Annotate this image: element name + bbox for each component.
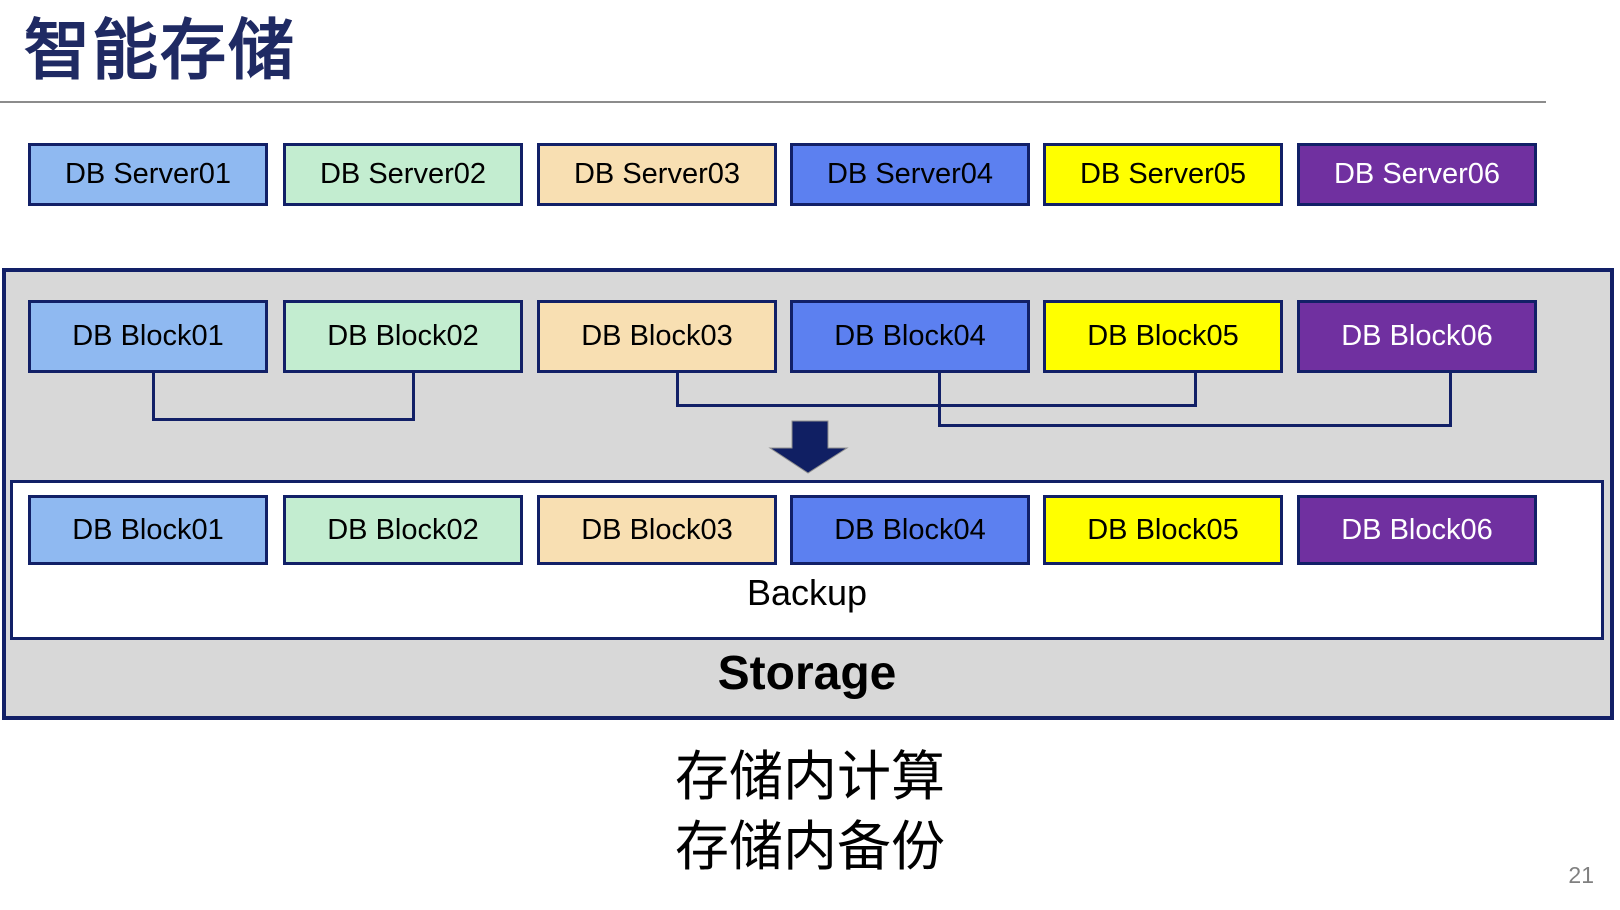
backup-label: Backup [746, 572, 868, 613]
caption-line-1: 存储内计算 [675, 747, 945, 807]
db-block-03-box: DB Block03 [537, 300, 777, 373]
connector-block03-block05 [676, 373, 1197, 407]
backup-db-block-02-box: DB Block02 [283, 495, 523, 565]
title-divider [0, 101, 1546, 103]
db-block-01-box: DB Block01 [28, 300, 268, 373]
db-server-06-box: DB Server06 [1297, 143, 1537, 206]
backup-db-block-01-box: DB Block01 [28, 495, 268, 565]
db-server-04-box: DB Server04 [790, 143, 1030, 206]
storage-label: Storage [717, 647, 897, 700]
caption-line-2: 存储内备份 [675, 817, 945, 877]
db-server-05-box: DB Server05 [1043, 143, 1283, 206]
db-server-02-box: DB Server02 [283, 143, 523, 206]
down-arrow-icon [768, 420, 849, 474]
slide-title: 智能存储 [24, 13, 296, 87]
connector-block01-block02 [152, 373, 415, 421]
backup-db-block-05-box: DB Block05 [1043, 495, 1283, 565]
captions: 存储内计算 存储内备份 [0, 742, 1620, 882]
backup-db-block-04-box: DB Block04 [790, 495, 1030, 565]
db-block-02-box: DB Block02 [283, 300, 523, 373]
db-server-01-box: DB Server01 [28, 143, 268, 206]
backup-db-block-03-box: DB Block03 [537, 495, 777, 565]
db-block-04-box: DB Block04 [790, 300, 1030, 373]
connector-block04-block06 [938, 373, 1452, 427]
db-block-06-box: DB Block06 [1297, 300, 1537, 373]
backup-db-block-06-box: DB Block06 [1297, 495, 1537, 565]
page-number: 21 [1568, 862, 1594, 888]
db-block-05-box: DB Block05 [1043, 300, 1283, 373]
db-server-03-box: DB Server03 [537, 143, 777, 206]
